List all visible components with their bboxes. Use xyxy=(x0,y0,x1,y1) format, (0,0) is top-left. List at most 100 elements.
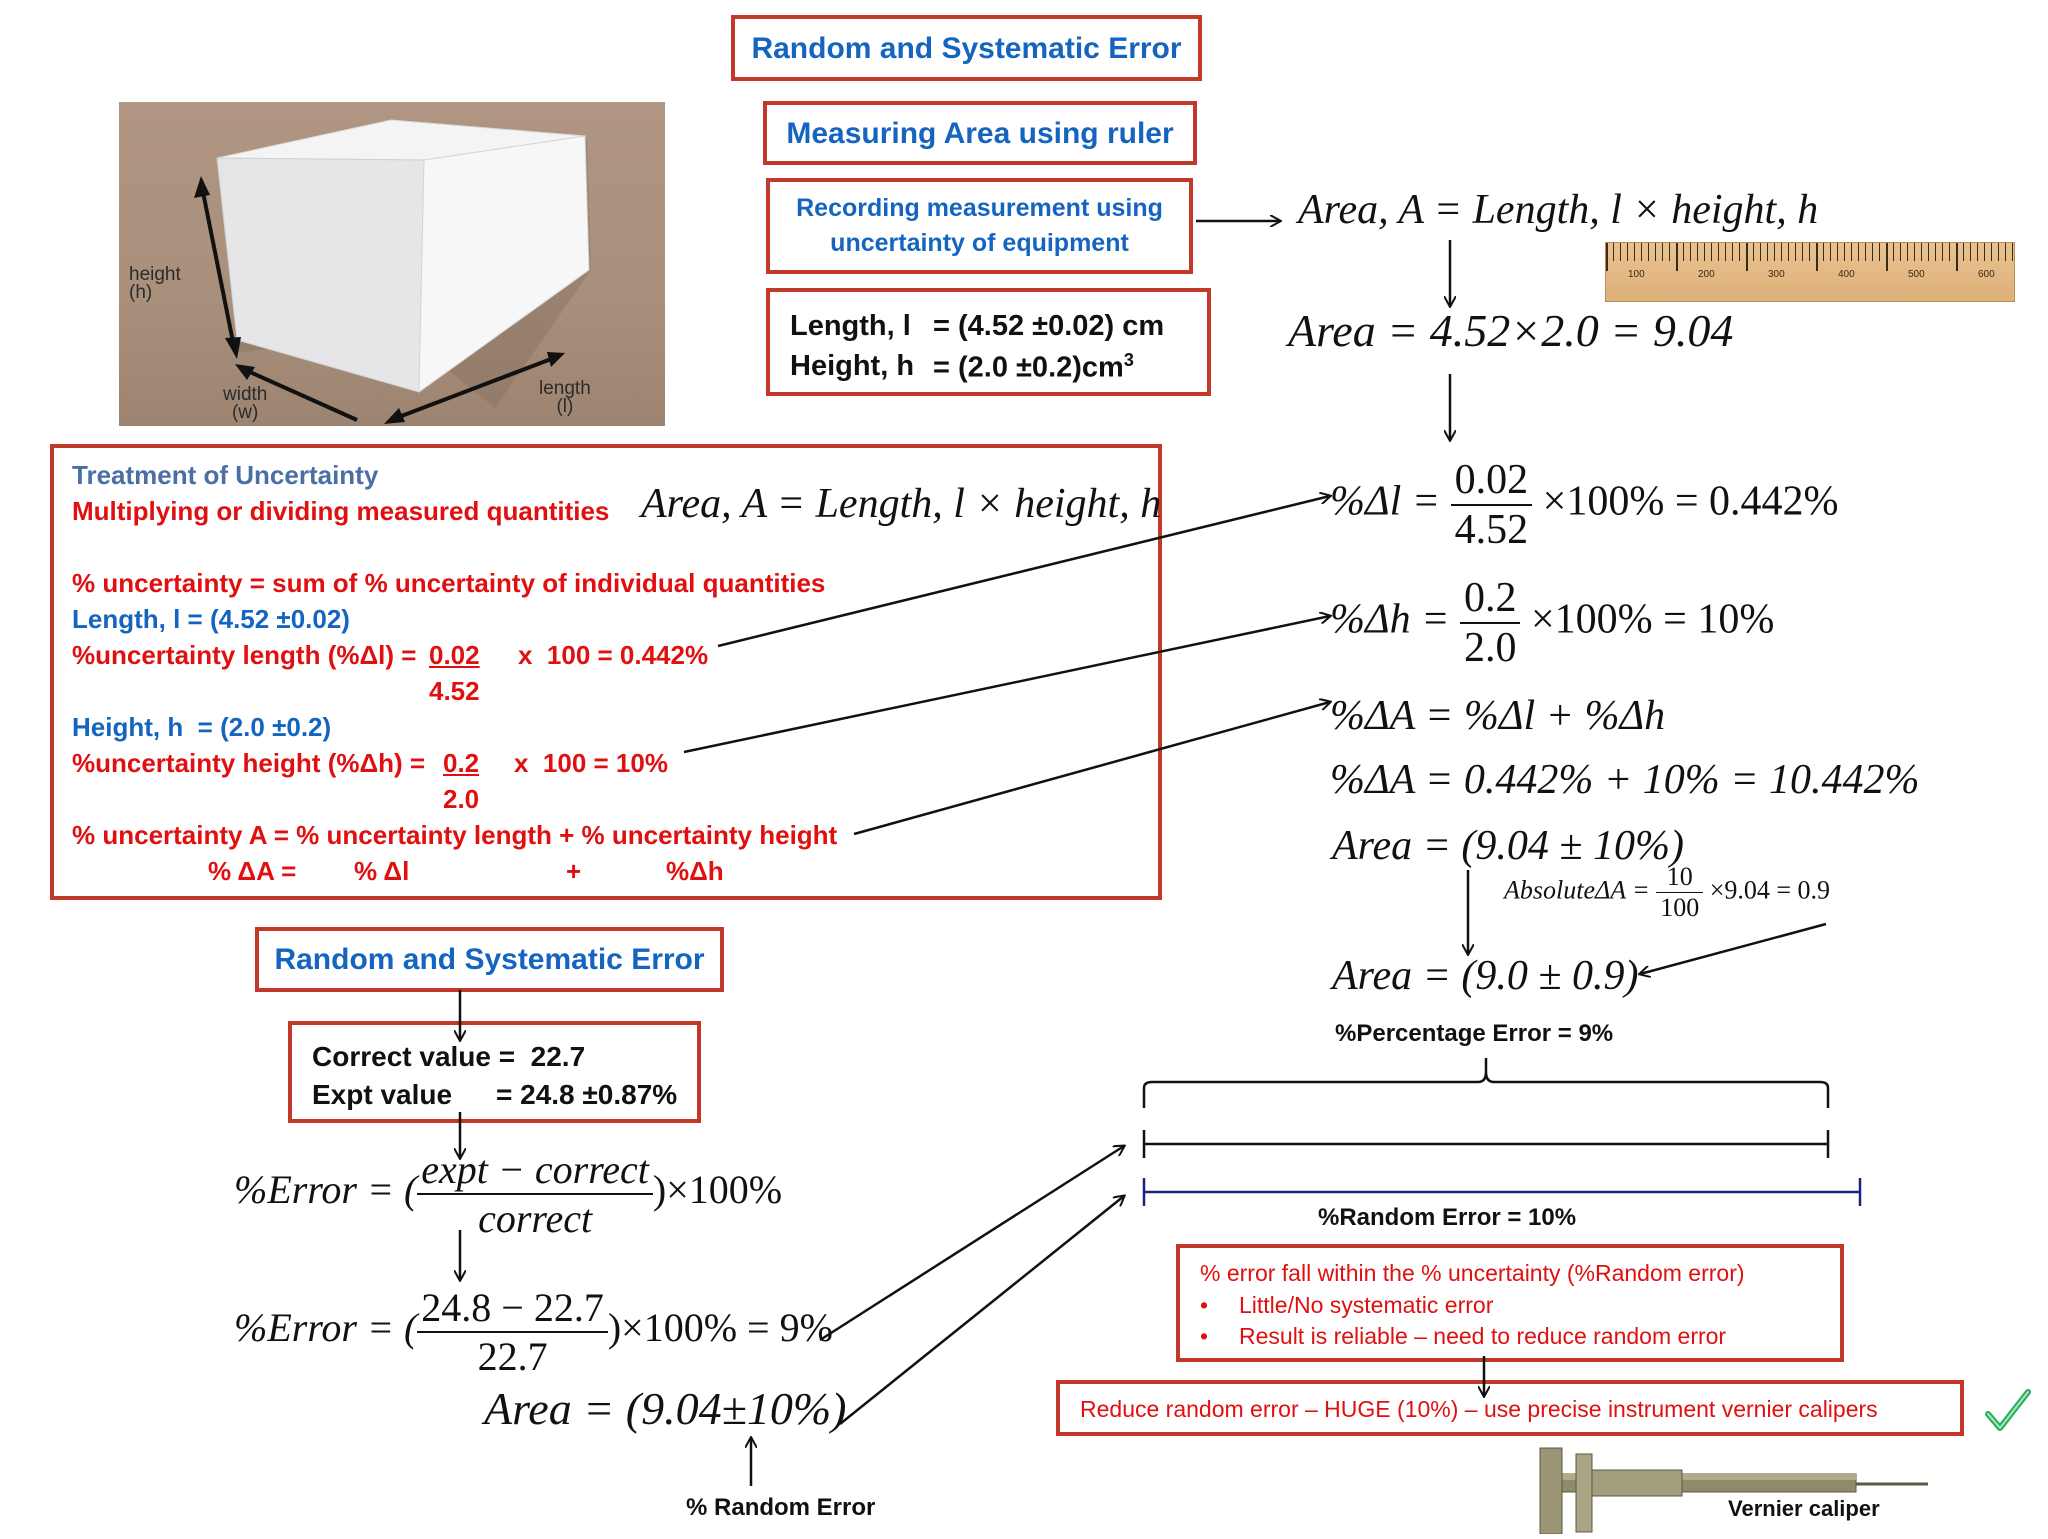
caliper-drawing xyxy=(1539,1447,1928,1535)
absolute-den: 100 xyxy=(1660,893,1700,922)
area-pct-lower: Area = (9.04±10%) xyxy=(484,1383,847,1434)
photo-width-symbol: (w) xyxy=(231,402,259,423)
box-photo: height(h) width(w) length(l) xyxy=(119,102,665,426)
title-box-recording: Recording measurement using uncertainty … xyxy=(766,178,1193,274)
length-value: = (4.52 ±0.02) cm xyxy=(933,310,1165,342)
title-lower: Random and Systematic Error xyxy=(274,943,705,976)
treatment-rule: % uncertainty = sum of % uncertainty of … xyxy=(72,568,826,598)
title-box-lower: Random and Systematic Error xyxy=(255,927,724,992)
treatment-height-den: 2.0 xyxy=(443,784,480,814)
photo-height-symbol: (h) xyxy=(129,282,153,303)
ruler-label-600: 600 xyxy=(1978,269,1995,280)
photo-length-label: length(l) xyxy=(539,378,591,417)
arrow-error-to-bar xyxy=(819,1146,1124,1342)
expt-label: Expt value xyxy=(312,1079,453,1110)
reduce-box: Reduce random error – HUGE (10%) – use p… xyxy=(1056,1380,1964,1436)
treatment-sum-delta-a: % ΔA = xyxy=(208,856,297,886)
expt-value: = 24.8 ±0.87% xyxy=(496,1079,678,1110)
treatment-sum-delta-h: %Δh xyxy=(666,856,724,886)
pct-dh-num: 0.2 xyxy=(1459,574,1521,624)
treatment-heading: Treatment of Uncertainty xyxy=(72,460,379,490)
arrow-absolute-to-final xyxy=(1640,922,1827,974)
area-final: Area = (9.0 ± 0.9) xyxy=(1332,953,1639,999)
title-recording-2: uncertainty of equipment xyxy=(830,229,1129,257)
bullet-text-2: Result is reliable – need to reduce rand… xyxy=(1239,1323,1727,1349)
reduce-text: Reduce random error – HUGE (10%) – use p… xyxy=(1080,1396,1878,1422)
photo-height-label: height(h) xyxy=(129,264,181,303)
value-box: Correct value = 22.7 Expt value = 24.8 ±… xyxy=(288,1021,701,1123)
height-value-text: = (2.0 ±0.2)cm xyxy=(933,351,1124,384)
error-calc-num: 24.8 − 22.7 xyxy=(417,1284,608,1333)
photo-length-word: length xyxy=(539,378,591,399)
error-calc-rhs: )×100% = 9% xyxy=(607,1305,833,1351)
pct-dl-rhs: ×100% = 0.442% xyxy=(1542,478,1839,525)
treatment-box: Treatment of Uncertainty Multiplying or … xyxy=(50,444,1162,900)
treatment-height-num: 0.2 xyxy=(443,748,480,778)
conclusion-bullet-2: •Result is reliable – need to reduce ran… xyxy=(1200,1323,1726,1350)
treatment-height-times: x 100 = 10% xyxy=(514,748,668,778)
treatment-length-den: 4.52 xyxy=(429,676,480,706)
error-calc-lhs: %Error = ( xyxy=(234,1305,418,1351)
conclusion-box: % error fall within the % uncertainty (%… xyxy=(1176,1244,1844,1362)
ruler-label-500: 500 xyxy=(1908,269,1925,280)
absolute-num: 10 xyxy=(1656,862,1704,893)
ruler-image: 100 200 300 400 500 600 xyxy=(1605,242,2015,302)
treatment-sum-line: % uncertainty A = % uncertainty length +… xyxy=(72,820,838,850)
treatment-length-line: Length, l = (4.52 ±0.02) xyxy=(72,604,350,634)
pct-dl-lhs: %Δl = xyxy=(1330,478,1441,525)
area-pct-right: Area = (9.04 ± 10%) xyxy=(1332,823,1684,869)
error-formula-rhs: )×100% xyxy=(652,1167,783,1213)
conclusion-bullet-1: • Little/No systematic error xyxy=(1200,1292,1493,1319)
treatment-area-formula: Area, A = Length, l × height, h xyxy=(641,481,1162,527)
pct-delta-a-sum: %ΔA = %Δl + %Δh xyxy=(1330,693,1666,739)
title-box-measuring: Measuring Area using ruler xyxy=(763,101,1197,165)
height-value-sup: 3 xyxy=(1123,350,1134,370)
error-formula-lhs: %Error = ( xyxy=(234,1167,418,1213)
treatment-length-times: x 100 = 0.442% xyxy=(518,640,709,670)
absolute-rhs: ×9.04 = 0.9 xyxy=(1709,875,1831,905)
ruler-major-ticks xyxy=(1606,243,2014,271)
pct-dh-den: 2.0 xyxy=(1463,625,1517,671)
photo-width-word: width xyxy=(223,384,268,405)
photo-height-word: height xyxy=(129,264,181,285)
area-formula-right: Area, A = Length, l × height, h xyxy=(1298,187,1819,233)
error-formula-num: expt − correct xyxy=(417,1146,653,1195)
photo-width-label: width(w) xyxy=(223,384,268,423)
error-calc-den: 22.7 xyxy=(477,1334,548,1379)
box-illustration xyxy=(194,119,591,424)
height-value: = (2.0 ±0.2)cm3 xyxy=(933,350,1134,385)
ruler-label-100: 100 xyxy=(1628,269,1645,280)
error-formula-den: correct xyxy=(478,1196,593,1241)
pct-dh-lhs: %Δh = xyxy=(1330,596,1450,643)
random-error-label: %Random Error = 10% xyxy=(1318,1204,1577,1231)
caliper-label: Vernier caliper xyxy=(1728,1496,1880,1521)
treatment-subheading: Multiplying or dividing measured quantit… xyxy=(72,496,610,526)
absolute-lhs: AbsoluteΔA = xyxy=(1504,875,1650,905)
length-label: Length, l xyxy=(790,310,911,342)
measurement-box: Length, l = (4.52 ±0.02) cm Height, h = … xyxy=(766,288,1211,396)
bullet-dot-1: • xyxy=(1200,1292,1209,1318)
treatment-length-pct-label: %uncertainty length (%Δl) = xyxy=(72,640,417,670)
treatment-sum-plus: + xyxy=(566,856,582,886)
treatment-sum-delta-l: % Δl xyxy=(354,856,410,886)
title-recording-1: Recording measurement using xyxy=(796,194,1163,222)
title-top: Random and Systematic Error xyxy=(751,32,1182,65)
bullet-text-1: Little/No systematic error xyxy=(1239,1292,1494,1318)
checkmark-icon xyxy=(1984,1386,2032,1434)
pct-dl-den: 4.52 xyxy=(1454,507,1529,553)
title-box-top: Random and Systematic Error xyxy=(731,15,1202,81)
ruler-label-400: 400 xyxy=(1838,269,1855,280)
percentage-error-brace xyxy=(1142,1058,1830,1108)
random-error-caption: % Random Error xyxy=(686,1494,876,1521)
treatment-height-line: Height, h = (2.0 ±0.2) xyxy=(72,712,332,742)
photo-length-symbol: (l) xyxy=(556,396,574,417)
treatment-height-pct-label: %uncertainty height (%Δh) = xyxy=(72,748,426,778)
